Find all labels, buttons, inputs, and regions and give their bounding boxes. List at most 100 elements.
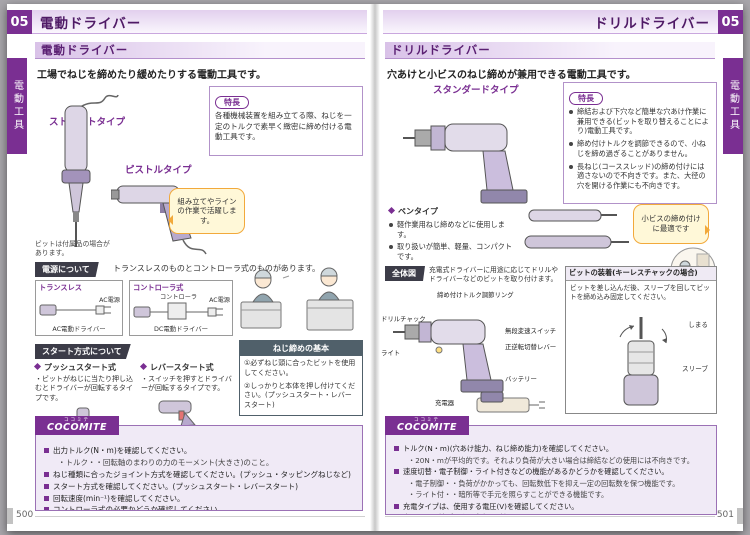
checklist-item: 出力トルク(N・m)を確認してください。 [44,446,357,456]
side-tab-right: 電動工具 [723,58,743,154]
overview-label-light: ライト [381,349,401,357]
overview-label-reverse: 正逆転切替レバー [505,343,557,351]
page-header-title-right: ドリルドライバー [594,15,710,32]
transless-caption: AC電動ドライバー [52,325,106,333]
overview-label-chuck: ドリルチャック [381,315,426,323]
page-edge-block-right [737,508,743,524]
overview-drill-illustration [393,319,504,393]
push-start-text: ・ビットがねじに当たり押し込むとドライバーが回転するタイプです。 [35,375,133,402]
checklist-item: ねじ種類に合ったジョイント方式を確認してください。(プッシュ・タッピングねじなど… [44,470,357,480]
page-number-left: 500 [16,510,34,520]
intro-text-right: 穴あけと小ビスのねじ締めが兼用できる電動工具です。 [387,70,636,81]
transless-label: トランスレス [39,283,82,292]
checklist-subitem: ・ライト付・・暗所等で手元を照らすことができる機能です。 [408,490,609,499]
charger-illustration [476,391,545,413]
feature-text-left: 各種機械装置を組み立てる際、ねじを一定のトルクで素早く緻密に締め付ける電動工具で… [215,111,352,142]
lever-start-label: レバースタート式 [141,362,233,373]
lever-start-text: ・スイッチを押すとドライバーが回転するタイプです。 [141,375,232,393]
controller-label: コントローラ式 [133,283,184,292]
feature-item: 締め付けトルクを調節できるので、小ねじを締め過ぎることがありません。 [569,139,711,158]
overview-label-ring: 締め付けトルク調節リング [437,291,514,299]
start-section-label: スタート方式について [35,344,131,359]
screw-basics-title: ねじ締めの基本 [240,341,362,356]
cocomite-logo-left: ココミテ COCOMITE [35,416,119,435]
checklist-item: コントローラ式の必要かどうか確認してください。 [44,505,357,510]
bit-mounting-text: ビットを差し込んだ後、スリーブを回してビットを締め込み固定してください。 [570,283,710,301]
cocomite-logo-small-text-left: ココミテ [64,417,90,423]
overview-section-label: 全体図 [385,266,425,281]
checklist-item: スタート方式を確認してください。(プッシュスタート・レバースタート) [44,482,357,492]
bit-mounting-box: ビットの装着(キーレスチャックの場合) ビットを差し込んだ後、スリーブを回してビ… [565,266,717,414]
transless-diagram [39,304,111,316]
cocomite-logo-right: ココミテ COCOMITE [385,416,469,435]
cocomite-logo-brand-left: COCOMITE [46,422,108,433]
chapter-number-badge-right: 05 [718,10,743,34]
footer-rule-right [385,516,715,517]
page-right: 05 ドリルドライバー 電動工具 ドリルドライバー 穴あけと小ビスのねじ締めが兼… [375,4,743,531]
intro-text-left: 工場でねじを締めたり緩めたりする電動工具です。 [37,70,266,81]
label-pistol-type: ピストルタイプ [125,165,192,176]
push-start-label: プッシュスタート式 [35,362,137,373]
page-header-band-right: ドリルドライバー [383,10,718,34]
pen-type-label: ペンタイプ [389,206,743,217]
checklist-item: 充電タイプは、使用する電圧(V)を確認してください。 [394,502,711,512]
footer-rule-left [35,516,365,517]
checklist-item: 回転速度(min⁻¹)を確認してください。 [44,494,357,504]
pen-driver-illustration [524,209,629,249]
feature-item: 長ねじ(コーススレッド)の締め付けには適さないので不向きです。また、大径の穴を開… [569,162,711,191]
page-number-right: 501 [716,510,734,520]
section-heading-right: ドリルドライバー [385,42,715,59]
bit-mounting-title: ビットの装着(キーレスチャックの場合) [566,267,716,281]
controller-diagram [133,302,223,320]
checklist-subitem: ・電子制御・・負荷がかかっても、回転数低下を抑え一定の回転数を保つ機能です。 [408,478,680,488]
controller-caption: DC電動ドライバー [154,325,208,333]
feature-item: 締結および下穴など簡単な穴あけ作業に兼用できる(ビットを取り替えることにより)電… [569,107,711,136]
bit-mounting-tighten-label: しまる [688,321,708,329]
controller-ac-label: AC電源 [209,297,230,304]
speech-bubble-left: 組み立てやラインの作業で活躍します。 [168,188,245,234]
screw-basics-item-2: ②しっかりと本体を押し付けてください。(プッシュスタート・レバースタート) [244,381,356,410]
page-edge-block-left [7,508,13,524]
checklist-item: トルク(N・m)(穴あけ能力、ねじ締め能力)を確認してください。 [394,444,711,454]
workers-illustration [240,264,354,331]
section-heading-text-right: ドリルドライバー [391,43,491,57]
bit-mounting-sleeve-label: スリーブ [682,365,708,373]
page-header-band-left: 電動ドライバー [32,10,367,34]
selection-checklist-right: トルク(N・m)(穴あけ能力、ねじ締め能力)を確認してください。 ・20N・mが… [385,425,717,515]
section-heading-left: 電動ドライバー [35,42,365,59]
speech-bubble-right: 小ビスの締め付けに最適です [633,204,710,244]
overview-label-charger: 充電器 [435,399,455,407]
feature-box-left: 特長 各種機械装置を組み立てる際、ねじを一定のトルクで素早く緻密に締め付ける電動… [209,86,363,156]
power-lead-text: トランスレスのものとコントローラ式のものがあります。 [113,264,321,273]
straight-driver-illustration [61,94,119,247]
overview-lead-text: 充電式ドライバーに用途に応じてドリルやドライバーなどのビットを取り付けます。 [429,266,559,284]
drill-driver-illustration [403,123,528,204]
pen-type-list: 軽作業用ねじ締めなどに使用します。 取り扱いが簡単、軽量、コンパクトです。 [389,220,517,265]
controller-diagram-box: コントローラ式 コントローラ AC電源 DC電動ドライバー [129,280,233,336]
book-spread: 05 電動ドライバー 電動工具 電動ドライバー 工場でねじを締めたり緩めたりする… [7,4,743,531]
feature-badge-right: 特長 [569,92,603,105]
screw-basics-item-1: ①必ずねじ頭に合ったビットを使用してください。 [244,359,356,377]
page-left: 05 電動ドライバー 電動工具 電動ドライバー 工場でねじを締めたり緩めたりする… [7,4,375,531]
bit-note: ビットは付属品の場合があります。 [35,240,110,257]
transless-diagram-box: トランスレス AC電源 AC電動ドライバー [35,280,123,336]
checklist-item: 速度切替・電子制御・ライト付きなどの機能があるかどうかを確認してください。 [394,467,711,477]
screw-basics-box: ねじ締めの基本 ①必ずねじ頭に合ったビットを使用してください。 ②しっかりと本体… [239,340,363,416]
book-spine-shadow [370,4,380,531]
label-standard-type: スタンダードタイプ [433,85,519,96]
checklist-item: 充電器・電池パックの有無を確認してください。 [394,513,711,514]
feature-badge-left: 特長 [215,96,249,109]
transless-ac-label: AC電源 [99,297,120,304]
overview-label-battery: バッテリー [505,375,537,383]
pen-type-item: 取り扱いが簡単、軽量、コンパクトです。 [389,242,517,261]
page-header-title-left: 電動ドライバー [40,15,142,32]
feature-box-right: 特長 締結および下穴など簡単な穴あけ作業に兼用できる(ビットを取り替えることによ… [563,82,717,204]
lever-start-illustration [158,400,197,427]
pen-type-item: 軽作業用ねじ締めなどに使用します。 [389,220,517,239]
cocomite-logo-brand-right: COCOMITE [396,422,458,433]
controller-tag: コントローラ [160,294,198,301]
section-heading-text-left: 電動ドライバー [41,43,129,57]
cocomite-logo-small-text-right: ココミテ [414,417,440,423]
checklist-subitem: ・20N・mが平均的です。それより負荷が大きい場合は締結などの使用には不向きです… [408,455,694,465]
chapter-number-badge-left: 05 [7,10,32,34]
